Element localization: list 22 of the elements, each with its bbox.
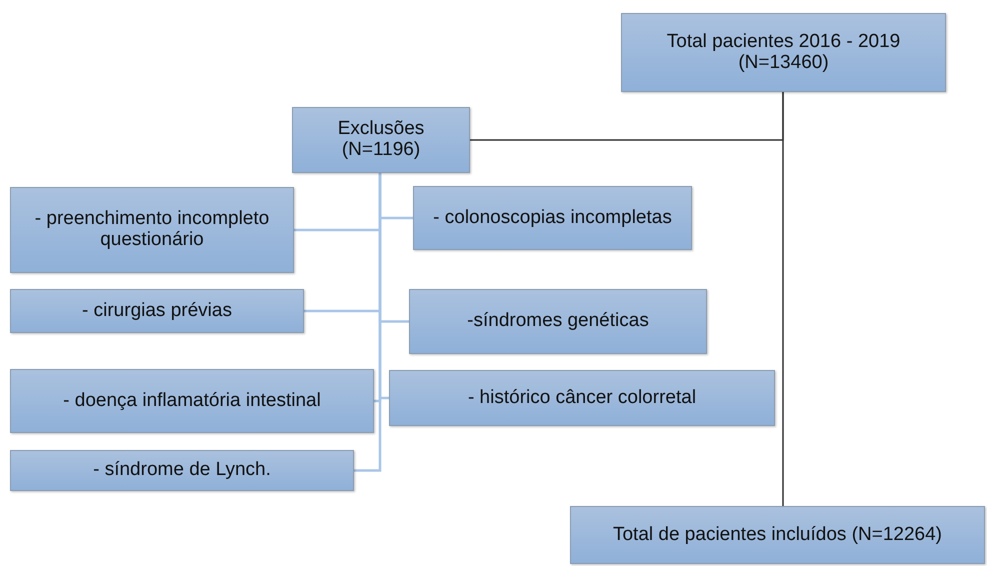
- box-label: - síndrome de Lynch.: [93, 460, 271, 481]
- box-label: - colonoscopias incompletas: [433, 208, 672, 228]
- process-box: [413, 186, 692, 250]
- process-box: [10, 289, 304, 333]
- connector-line: [782, 92, 784, 506]
- process-box: [570, 506, 985, 564]
- process-box: [292, 107, 470, 173]
- box-label: Total de pacientes incluídos (N=12264): [612, 524, 942, 546]
- box-label: - cirurgias prévias: [82, 300, 232, 322]
- box-label: Total pacientes 2016 - 2019 (N=13460): [666, 32, 902, 74]
- process-box: [10, 187, 294, 273]
- process-box: [10, 450, 354, 491]
- box-label: -síndromes genéticas: [467, 311, 649, 332]
- box-label: - preenchimento incompleto questionário: [34, 209, 270, 251]
- box-label: - histórico câncer colorretal: [468, 388, 696, 408]
- box-label: Exclusões (N=1196): [336, 119, 426, 161]
- process-box: [409, 289, 707, 354]
- process-box: [621, 13, 946, 92]
- process-box: [389, 370, 775, 426]
- connector-line: [354, 173, 382, 472]
- box-label: - doença inflamatória intestinal: [63, 390, 321, 412]
- process-box: [10, 369, 374, 433]
